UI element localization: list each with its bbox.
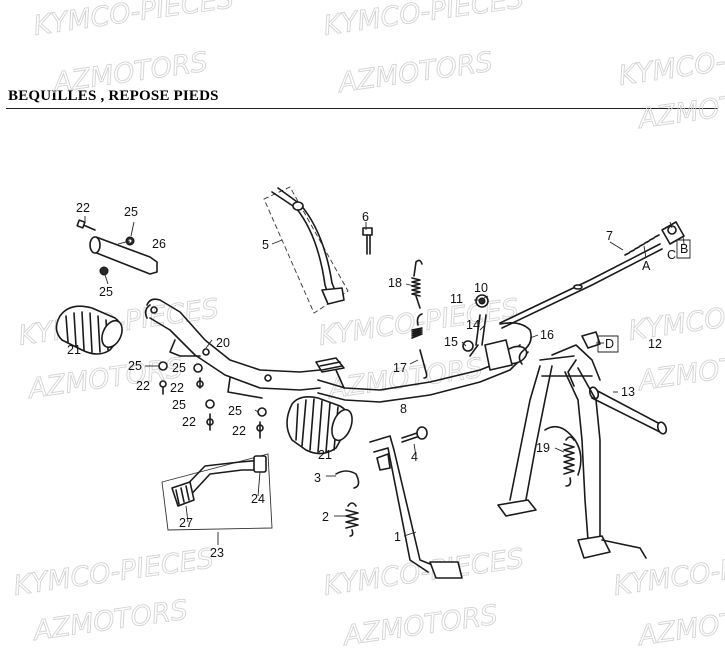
callout-2: 2: [322, 510, 329, 524]
part-20-footrest-bracket: [144, 298, 321, 399]
watermark-text: KYMCO-PIECES: [322, 0, 526, 42]
callout-27: 27: [179, 516, 193, 530]
watermark-text: AZMOTORS: [25, 353, 185, 406]
callout-C: C: [667, 248, 676, 262]
part-21-right-footpeg-rubber: [286, 396, 353, 455]
watermark-text: KYMCO-PIECES: [617, 33, 725, 92]
callout-22: 22: [170, 381, 184, 395]
watermark-text: KYMCO-PIECES: [12, 543, 216, 602]
watermark-text: AZMOTORS: [635, 600, 725, 650]
callout-25: 25: [99, 285, 113, 299]
fasteners-22-25: [158, 361, 267, 439]
part-12-main-stand: [497, 331, 647, 559]
callout-25: 25: [172, 398, 186, 412]
leader-lines: [84, 216, 685, 545]
watermark-text: AZMOTORS: [30, 595, 190, 648]
part-19-spring: [563, 436, 575, 487]
watermark-text: KYMCO-PIECES: [627, 288, 725, 347]
part-23-kick-lever: [161, 453, 273, 531]
callout-22: 22: [232, 424, 246, 438]
page-title: BEQUILLES , REPOSE PIEDS: [8, 88, 219, 104]
callout-17: 17: [393, 361, 407, 375]
part-3-clip: [335, 470, 360, 489]
callout-frames: [597, 239, 691, 353]
part-18-spring: [411, 259, 423, 309]
callout-5: 5: [262, 238, 269, 252]
part-4-bolt: [401, 426, 428, 443]
callout-D: D: [605, 337, 614, 351]
callout-19: 19: [536, 441, 550, 455]
watermark-text: KYMCO-PIECES: [32, 0, 236, 42]
callout-15: 15: [444, 335, 458, 349]
callout-25: 25: [172, 361, 186, 375]
part-7-cable: [499, 221, 685, 329]
watermark-text: KYMCO-PIECES: [612, 543, 725, 602]
callout-16: 16: [540, 328, 554, 342]
callout-24: 24: [251, 492, 265, 506]
callout-22: 22: [182, 415, 196, 429]
callout-14: 14: [466, 318, 480, 332]
part-21-left-footpeg-rubber: [55, 305, 123, 355]
callout-A: A: [642, 259, 651, 273]
callout-22: 22: [76, 201, 90, 215]
part-13-pivot-shaft: [588, 386, 668, 435]
callout-23: 23: [210, 546, 224, 560]
watermark-text: KYMCO-PIECES: [322, 543, 526, 602]
callout-22: 22: [136, 379, 150, 393]
part-8-brake-pedal: [315, 339, 529, 403]
callout-6: 6: [362, 210, 369, 224]
callout-25: 25: [124, 205, 138, 219]
watermark-text: AZMOTORS: [340, 600, 500, 650]
watermark-text: AZMOTORS: [635, 345, 725, 398]
callout-8: 8: [400, 402, 407, 416]
callout-20: 20: [216, 336, 230, 350]
part-17-spring: [411, 313, 428, 379]
callout-21: 21: [67, 343, 81, 357]
callout-25: 25: [128, 359, 142, 373]
callout-21: 21: [318, 448, 332, 462]
callout-1: 1: [394, 530, 401, 544]
title-underline: [6, 108, 718, 109]
callout-25: 25: [228, 404, 242, 418]
callout-18: 18: [388, 276, 402, 290]
watermark-text: AZMOTORS: [635, 83, 725, 136]
part-2-spring: [345, 502, 359, 537]
part-26-shaft: [76, 219, 158, 276]
callout-labels: 22 25 26 25 21 5 6 20 25 25 22 22 25 22 …: [67, 201, 688, 560]
callout-B: B: [680, 242, 688, 256]
callout-11: 11: [450, 292, 463, 306]
callout-4: 4: [411, 450, 418, 464]
callout-13: 13: [621, 385, 635, 399]
part-5-rod: [263, 186, 349, 314]
callout-12: 12: [648, 337, 662, 351]
part-6-bolt: [362, 227, 373, 255]
callout-7: 7: [606, 229, 613, 243]
part-1-side-stand: [369, 435, 463, 579]
callout-3: 3: [314, 471, 321, 485]
watermark-text: AZMOTORS: [335, 47, 495, 100]
callout-10: 10: [474, 281, 488, 295]
watermark-text: AZMOTORS: [50, 47, 210, 100]
callout-26: 26: [152, 237, 166, 251]
part-16-hook: [499, 322, 532, 365]
